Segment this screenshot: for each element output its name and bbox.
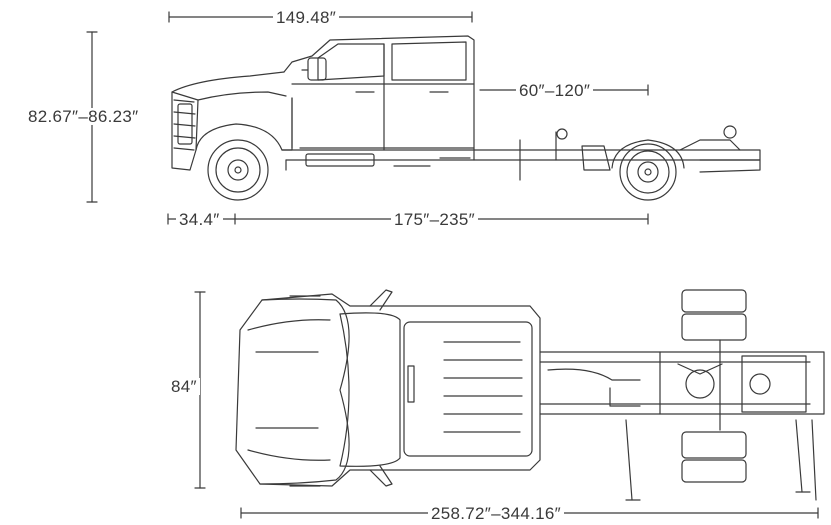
truck-top-view — [235, 289, 825, 501]
truck-side-view — [171, 35, 761, 201]
overall-height-label: 82.67″–86.23″ — [25, 108, 142, 125]
frame-extension-label: 60″–120″ — [516, 82, 594, 99]
wheelbase-label: 175″–235″ — [391, 211, 478, 228]
overall-width-label: 84″ — [168, 378, 200, 395]
cab-length-label: 149.48″ — [273, 9, 340, 26]
dimension-lines — [86, 11, 819, 519]
front-overhang-label: 34.4″ — [176, 211, 223, 228]
overall-length-label: 258.72″–344.16″ — [428, 505, 564, 522]
